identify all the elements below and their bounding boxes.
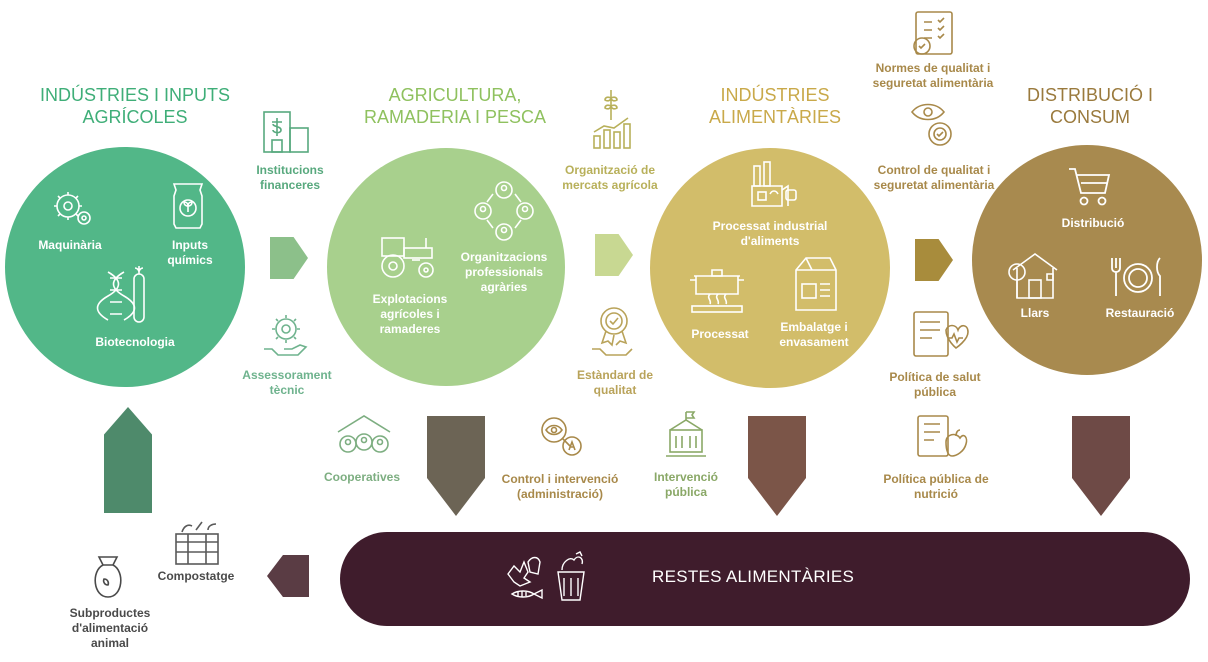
gears-icon	[50, 188, 94, 228]
label-organitzacions: Organitzacions professionals agràries	[460, 250, 548, 294]
arrow-down-distribution	[1072, 416, 1130, 516]
factory-icon	[750, 160, 798, 208]
tractor-icon	[376, 234, 440, 280]
label-processat-industrial: Processat industrial d'aliments	[712, 219, 828, 248]
label-intervencio-publica: Intervenció pública	[653, 470, 719, 499]
wheat-chart-icon	[590, 88, 632, 150]
label-biotecnologia: Biotecnologia	[95, 335, 175, 349]
shopping-cart-icon	[1067, 165, 1113, 209]
cutlery-plate-icon	[1108, 256, 1166, 298]
stage-title-distribution: DISTRIBUCIÓ I CONSUM	[1026, 85, 1153, 127]
label-politica-salut: Política de salut pública	[889, 370, 981, 399]
label-maquinaria: Maquinària	[38, 238, 102, 252]
feed-bag-icon	[91, 555, 125, 599]
quality-badge-hand-icon	[590, 305, 636, 359]
label-processat: Processat	[691, 327, 749, 341]
label-cooperatives: Cooperatives	[323, 470, 401, 484]
label-subproductes: Subproductes d'alimentació animal	[69, 606, 151, 650]
arrow-right-2	[595, 234, 633, 276]
eye-badge-icon	[908, 102, 958, 150]
hand-gear-icon	[262, 313, 308, 359]
dna-test-tube-icon	[96, 262, 154, 328]
label-institucions: Institucions financeres	[256, 163, 324, 192]
label-compostatge: Compostatge	[157, 569, 235, 583]
people-network-icon	[473, 180, 535, 242]
arrow-right-1	[270, 237, 308, 279]
waste-banner	[340, 532, 1190, 626]
arrow-up-inputs	[104, 407, 152, 513]
health-document-icon	[912, 310, 970, 360]
stage-title-agriculture: AGRICULTURA, RAMADERIA I PESCA	[363, 85, 547, 127]
label-explotacions: Explotacions agrícoles i ramaderes	[372, 292, 448, 336]
arrow-left-waste	[267, 555, 309, 597]
arrow-down-agriculture	[427, 416, 485, 516]
bank-building-icon	[262, 110, 312, 154]
label-organitzacio-mercats: Organització de mercats agrícola	[562, 163, 658, 192]
label-inputs-quimics: Inputs químics	[167, 238, 213, 267]
cooking-pot-icon	[690, 266, 744, 314]
nutrition-document-icon	[916, 414, 968, 460]
checklist-icon	[910, 10, 956, 56]
label-llars: Llars	[1020, 306, 1050, 320]
label-distribucio: Distribució	[1061, 216, 1125, 230]
seed-bag-icon	[168, 180, 208, 232]
label-control-qualitat: Control de qualitat i seguretat alimentà…	[873, 163, 995, 192]
arrow-down-food-industry	[748, 416, 806, 516]
label-assessorament: Assessorament tècnic	[242, 368, 332, 397]
label-normes: Normes de qualitat i seguretat alimentàr…	[872, 61, 994, 90]
arrow-right-3	[915, 239, 953, 281]
label-control-intervencio: Control i intervenció (administració)	[501, 472, 619, 501]
cooperative-people-icon	[336, 414, 392, 458]
label-politica-nutricio: Política pública de nutrició	[883, 472, 989, 501]
magnifier-badge-icon	[538, 414, 584, 460]
label-estandard: Estàndard de qualitat	[576, 368, 654, 397]
circle-inputs	[5, 147, 245, 387]
compost-bin-icon	[172, 518, 222, 566]
stage-title-food-industry: INDÚSTRIES ALIMENTÀRIES	[708, 85, 842, 127]
waste-banner-label: RESTES ALIMENTÀRIES	[652, 567, 855, 586]
label-embalatge: Embalatge i envasament	[779, 320, 849, 349]
house-icon	[1005, 250, 1065, 300]
circle-agriculture	[327, 148, 565, 386]
city-hall-icon	[664, 410, 708, 458]
food-waste-icon	[502, 550, 594, 602]
circle-food-industry	[650, 148, 890, 388]
stage-title-inputs: INDÚSTRIES I INPUTS AGRÍCOLES	[39, 85, 231, 127]
packaging-box-icon	[790, 256, 838, 312]
label-restauracio: Restauració	[1105, 306, 1175, 320]
